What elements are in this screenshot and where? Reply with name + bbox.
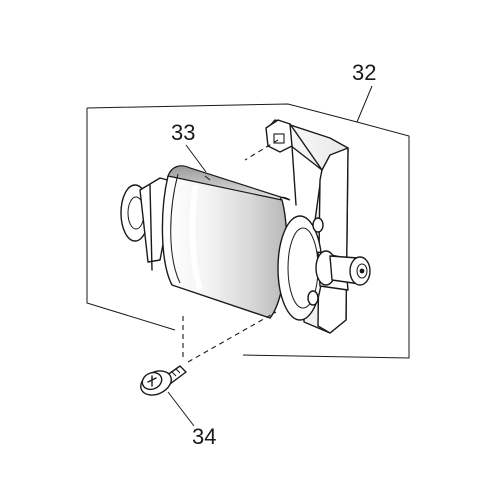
callout-label-34: 34 <box>192 424 216 449</box>
motor-body <box>161 167 288 319</box>
assembly-frame <box>86 103 410 359</box>
bracket-hole-upper <box>312 217 324 233</box>
assembly-guide-lines <box>182 139 279 363</box>
leader-lines <box>167 85 373 427</box>
motor <box>120 165 291 319</box>
bracket-hole-lower <box>307 290 319 306</box>
callout-label-33: 33 <box>171 120 195 145</box>
bracket <box>265 119 371 334</box>
callout-label-32: 32 <box>352 60 376 85</box>
screw <box>140 365 187 396</box>
